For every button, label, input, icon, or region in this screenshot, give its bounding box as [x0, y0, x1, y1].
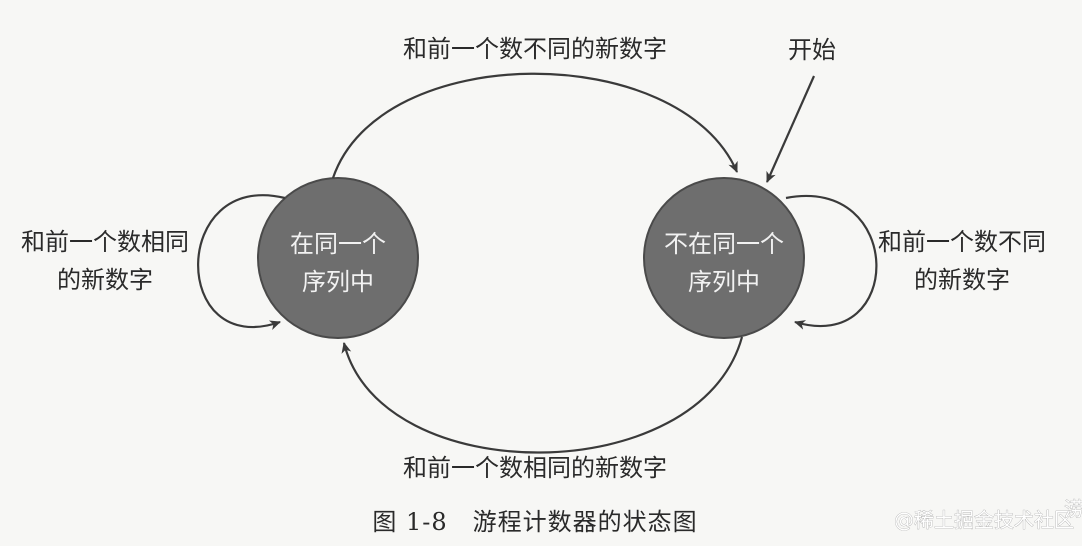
edge-right-loop-label-line1: 和前一个数不同 [878, 228, 1046, 256]
edge-bottom-arrow [341, 336, 744, 454]
start-arrow [765, 75, 816, 183]
start-label: 开始 [788, 36, 836, 64]
state-same-sequence [257, 177, 419, 339]
edge-left-loop-label-line1: 和前一个数相同 [21, 228, 189, 256]
state-same-sequence-label-line1: 在同一个 [290, 230, 386, 258]
state-same-sequence-label-line2: 序列中 [302, 268, 374, 296]
state-not-same-sequence-label-line2: 序列中 [688, 268, 760, 296]
edge-top-label: 和前一个数不同的新数字 [403, 35, 667, 63]
figure-caption: 图 1-8 游程计数器的状态图 [372, 508, 697, 536]
edge-left-loop-arrow [197, 194, 286, 330]
edge-top-arrow [331, 72, 739, 179]
watermark-extra: 涝 [1064, 497, 1082, 521]
state-not-same-sequence [643, 177, 805, 339]
watermark: @稀土掘金技术社区 [894, 508, 1074, 532]
edge-right-loop-label-line2: 的新数字 [914, 266, 1010, 294]
state-not-same-sequence-label-line1: 不在同一个 [664, 230, 784, 258]
edge-left-loop-label-line2: 的新数字 [57, 266, 153, 294]
edge-right-loop-arrow [785, 194, 878, 330]
edge-bottom-label: 和前一个数相同的新数字 [403, 454, 667, 482]
